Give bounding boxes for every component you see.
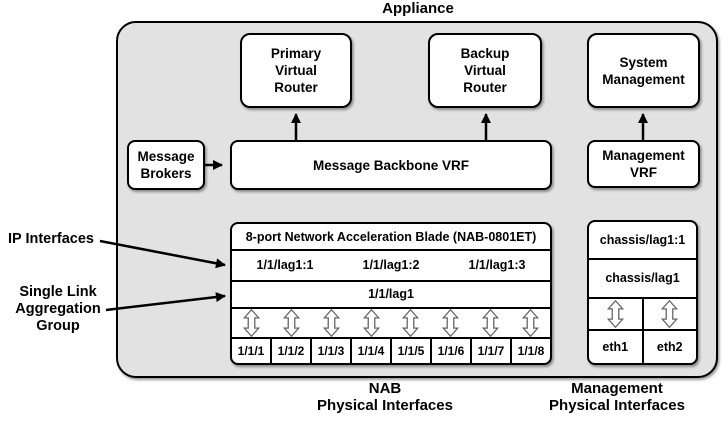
nab-port-links-row (232, 306, 550, 337)
double-arrow-icon (641, 298, 697, 329)
nab-blade-table: 8-port Network Acceleration Blade (NAB-0… (230, 222, 552, 365)
port-cell: 1/1/7 (470, 338, 510, 363)
nab-blade-header: 8-port Network Acceleration Blade (NAB-0… (245, 229, 537, 244)
port-cell: 1/1/1 (237, 343, 265, 358)
port-cell: eth2 (641, 330, 697, 363)
nab-lag-row: 1/1/lag1 (232, 279, 550, 307)
ip-interface-label: 1/1/lag1:1 (256, 258, 314, 273)
nab-physical-ports-row: 1/1/1 1/1/2 1/1/3 1/1/4 1/1/5 1/1/6 1/1/… (232, 336, 550, 363)
port-cell: 1/1/3 (310, 338, 350, 363)
double-arrow-icon (232, 308, 272, 337)
port-cell: 1/1/2 (270, 338, 310, 363)
management-interfaces-table: chassis/lag1:1 chassis/lag1 eth1 eth2 (587, 220, 698, 365)
backup-virtual-router-box: Backup Virtual Router (428, 33, 542, 108)
port-cell: 1/1/6 (430, 338, 470, 363)
primary-virtual-router-label: Primary Virtual Router (270, 46, 322, 95)
backup-virtual-router-label: Backup Virtual Router (460, 46, 510, 95)
port-cell: 1/1/8 (510, 338, 550, 363)
management-physical-interfaces-label: Management Physical Interfaces (549, 380, 685, 414)
ip-interface-label: 1/1/lag1:3 (468, 258, 526, 273)
double-arrow-icon (312, 308, 352, 337)
message-backbone-vrf-label: Message Backbone VRF (312, 157, 470, 173)
double-arrow-icon (272, 308, 312, 337)
management-lag-row: chassis/lag1 (589, 257, 696, 297)
double-arrow-icon (510, 308, 550, 337)
port-cell: 1/1/4 (350, 338, 390, 363)
diagram-title: Appliance (382, 0, 454, 17)
nab-ip-interfaces-row: 1/1/lag1:1 1/1/lag1:2 1/1/lag1:3 (232, 249, 550, 280)
message-brokers-box: Message Brokers (127, 140, 205, 190)
management-vrf-box: Management VRF (587, 140, 700, 188)
port-cell: 1/1/5 (390, 338, 430, 363)
management-ip-interface-row: chassis/lag1:1 (599, 232, 686, 247)
single-link-aggregation-group-callout: Single Link Aggregation Group (15, 284, 101, 334)
management-vrf-label: Management VRF (602, 148, 685, 180)
ip-interfaces-callout: IP Interfaces (8, 231, 94, 247)
message-brokers-label: Message Brokers (137, 149, 195, 181)
ip-interface-label: 1/1/lag1:2 (362, 258, 420, 273)
double-arrow-icon (391, 308, 431, 337)
port-cell: eth1 (602, 339, 629, 354)
management-physical-ports-row: eth1 eth2 (589, 328, 697, 363)
nab-physical-interfaces-label: NAB Physical Interfaces (317, 380, 453, 414)
double-arrow-icon (471, 308, 511, 337)
double-arrow-icon (351, 308, 391, 337)
double-arrow-icon (589, 299, 642, 329)
management-port-links-row (589, 296, 697, 329)
system-management-label: System Management (602, 54, 685, 87)
message-backbone-vrf-box: Message Backbone VRF (230, 140, 552, 190)
double-arrow-icon (431, 308, 471, 337)
system-management-box: System Management (587, 33, 700, 108)
primary-virtual-router-box: Primary Virtual Router (240, 33, 352, 108)
